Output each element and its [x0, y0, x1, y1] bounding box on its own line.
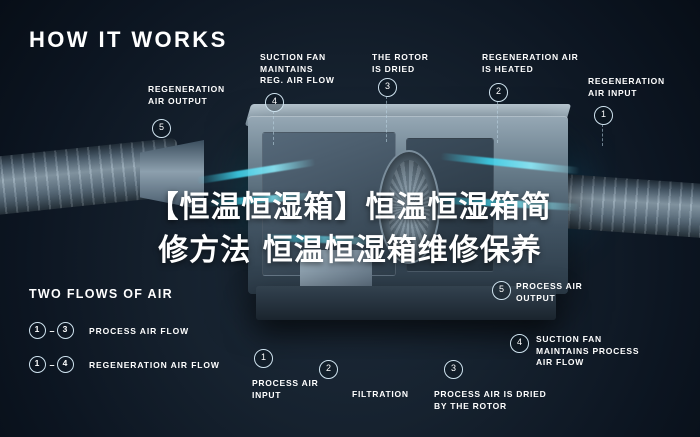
desiccant-rotor [378, 150, 440, 264]
callout-label-filtration: FILTRATION [352, 389, 409, 399]
callout-number-5-top: 5 [152, 119, 171, 138]
callout-label-regeneration-air-output: REGENERATION AIR OUTPUT [148, 84, 225, 106]
legend-label-process-air-flow: PROCESS AIR FLOW [89, 325, 190, 336]
duct-cone [140, 140, 204, 210]
legend-pair: 1–3 [29, 322, 81, 339]
legend-circle-to: 3 [57, 322, 74, 339]
leader-line [273, 111, 274, 145]
callout-number-2-top: 2 [489, 83, 508, 102]
callout-label-suction-fan-process-air-flow: SUCTION FAN MAINTAINS PROCESS AIR FLOW [536, 334, 640, 367]
callout-label-suction-fan-reg-air-flow: SUCTION FAN MAINTAINS REG. AIR FLOW [260, 52, 335, 85]
callout-number-1-top: 1 [594, 106, 613, 125]
legend-circle-to: 4 [57, 356, 74, 373]
page-title: HOW IT WORKS [29, 27, 228, 52]
callout-number-4-top: 4 [265, 93, 284, 112]
legend-label-regeneration-air-flow: REGENERATION AIR FLOW [89, 359, 220, 370]
legend-dash: – [49, 359, 56, 370]
callout-label-the-rotor-is-dried: THE ROTOR IS DRIED [372, 52, 429, 74]
legend-dash: – [49, 325, 56, 336]
leader-line [386, 96, 387, 142]
legend-row-process-air-flow: 1–3 PROCESS AIR FLOW [29, 322, 189, 339]
legend-circle-from: 1 [29, 322, 46, 339]
watermark-line-1: 【恒温恒湿箱】恒温恒湿箱简 [148, 190, 552, 225]
legend-circle-from: 1 [29, 356, 46, 373]
callout-label-regeneration-air-is-heated: REGENERATION AIR IS HEATED [482, 52, 579, 74]
callout-number-5-right: 5 [492, 281, 511, 300]
callout-label-process-air-output: PROCESS AIR OUTPUT [516, 281, 583, 303]
callout-number-4-right: 4 [510, 334, 529, 353]
unit-base [256, 286, 556, 320]
callout-number-3-top: 3 [378, 78, 397, 97]
legend-pair: 1–4 [29, 356, 81, 373]
callout-label-process-air-dried-by-rotor: PROCESS AIR IS DRIED BY THE ROTOR [434, 389, 547, 411]
callout-number-1-bottom: 1 [254, 349, 273, 368]
watermark-overlay: 【恒温恒湿箱】恒温恒湿箱简 修方法 恒温恒湿箱维修保养 [0, 186, 700, 272]
leader-line [602, 124, 603, 146]
watermark-line-2: 修方法 恒温恒湿箱维修保养 [158, 233, 542, 268]
legend-title: TWO FLOWS OF AIR [29, 287, 173, 301]
callout-number-3-bottom: 3 [444, 360, 463, 379]
legend-row-regeneration-air-flow: 1–4 REGENERATION AIR FLOW [29, 356, 220, 373]
callout-label-regeneration-air-input: REGENERATION AIR INPUT [588, 76, 665, 98]
callout-number-2-bottom: 2 [319, 360, 338, 379]
callout-label-process-air-input: PROCESS AIR INPUT [252, 378, 319, 400]
leader-line [497, 101, 498, 143]
